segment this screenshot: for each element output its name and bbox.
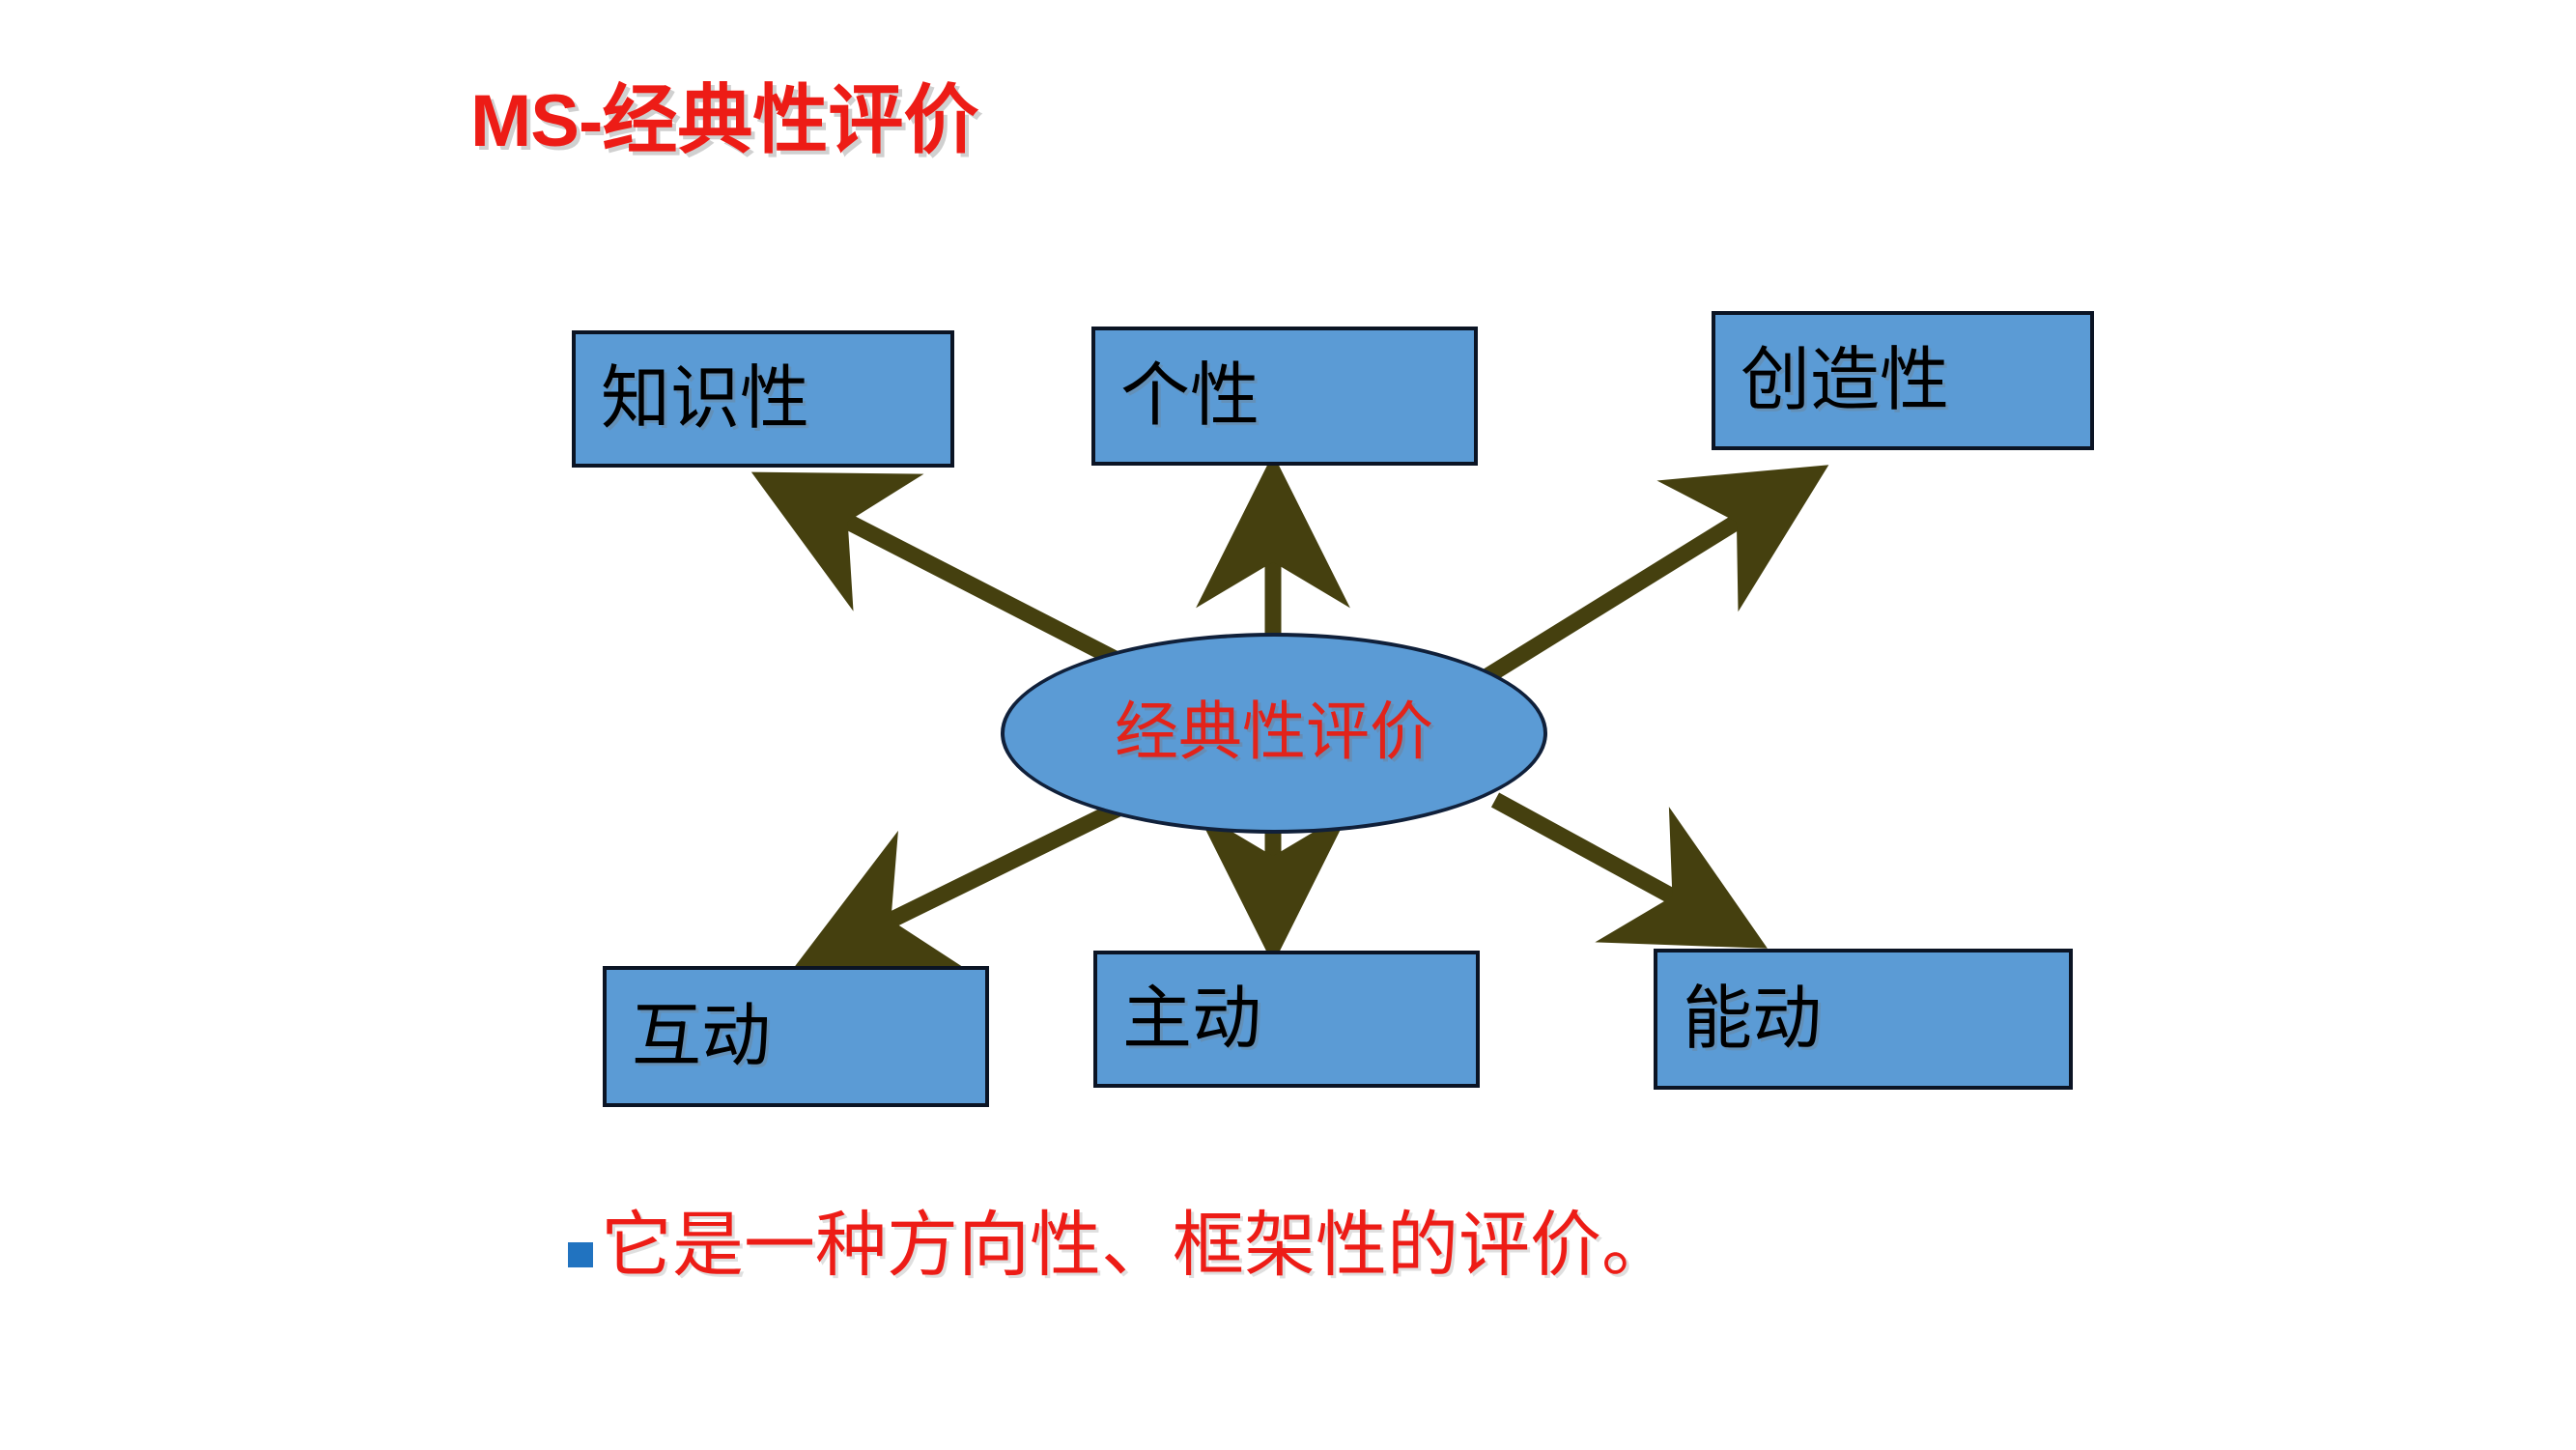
footer-bullet-text: 它是一种方向性、框架性的评价。	[601, 1207, 1673, 1286]
node-box-hudong[interactable]: 互动	[603, 966, 989, 1107]
node-label-hudong: 互动	[632, 998, 772, 1075]
footer-bullet-line: 它是一种方向性、框架性的评价。	[568, 1207, 1673, 1286]
node-label-gexing: 个性	[1120, 357, 1260, 435]
connector-center-to-hudong	[793, 796, 1132, 970]
node-label-zhishixing: 知识性	[601, 360, 810, 438]
node-label-zhudong: 主动	[1122, 981, 1262, 1058]
connector-center-to-zhishixing	[750, 471, 1134, 674]
node-label-chuangzaoxing: 创造性	[1741, 342, 1950, 419]
node-box-gexing[interactable]: 个性	[1091, 327, 1478, 466]
node-box-zhishixing[interactable]: 知识性	[572, 330, 954, 468]
center-node-label: 经典性评价	[1115, 697, 1433, 768]
connector-center-to-chuangzaoxing	[1483, 465, 1829, 684]
square-bullet-icon	[568, 1241, 593, 1267]
page-title-latin: MS-	[470, 80, 603, 162]
page-title: MS-经典性评价	[470, 83, 978, 158]
page-title-han: 经典性评价	[602, 78, 979, 162]
node-label-nengdong: 能动	[1683, 981, 1823, 1058]
node-box-nengdong[interactable]: 能动	[1654, 949, 2073, 1090]
node-box-zhudong[interactable]: 主动	[1093, 951, 1480, 1088]
center-node-jingdianxing-pingjia[interactable]: 经典性评价	[1001, 633, 1547, 834]
node-box-chuangzaoxing[interactable]: 创造性	[1712, 311, 2094, 450]
connector-center-to-nengdong	[1490, 792, 1768, 949]
